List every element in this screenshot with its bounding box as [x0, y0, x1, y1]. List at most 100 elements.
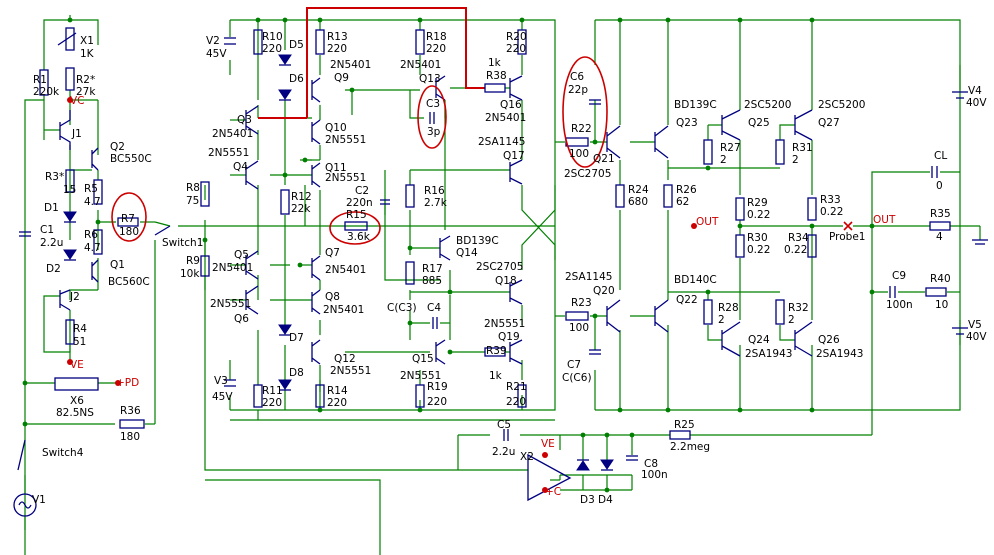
component-label: Q7 [325, 247, 340, 259]
component-labels: X11KR1220kR2*27kVCJ1Q2BC550CR3*15D1R54.7… [32, 31, 987, 506]
component-label: C2 [355, 185, 369, 197]
component-label: 100n [641, 469, 668, 481]
component-label: 75 [186, 195, 199, 207]
component-label: V5 [968, 319, 982, 331]
component-label: D1 [44, 202, 59, 214]
component-label: 2N5401 [330, 59, 371, 71]
component-label: D2 [46, 263, 61, 275]
component-label: VE [541, 438, 555, 450]
component-label: 0.22 [747, 209, 770, 221]
component-label: 45V [206, 48, 227, 60]
component-label: D8 [289, 367, 304, 379]
component-label: R7 [121, 213, 135, 225]
component-label: 2N5401 [485, 112, 526, 124]
component-label: Q27 [818, 117, 840, 129]
component-label: 680 [628, 196, 648, 208]
component-label: C6 [570, 71, 584, 83]
component-label: R26 [676, 184, 697, 196]
component-label: Q4 [233, 161, 248, 173]
component-label: 220 [506, 43, 526, 55]
component-label: 220k [33, 86, 60, 98]
component-label: R3* [45, 171, 64, 183]
component-label: 220 [506, 396, 526, 408]
highlight-marks [111, 56, 608, 245]
component-label: 220 [262, 43, 282, 55]
component-label: 0 [936, 180, 943, 192]
component-label: R2* [76, 74, 95, 86]
component-label: C3 [426, 98, 440, 110]
component-label: Q1 [110, 259, 125, 271]
component-label: BD139C [456, 235, 499, 247]
component-label: Q26 [818, 334, 840, 346]
component-label: R38 [486, 70, 507, 82]
component-label: R31 [792, 142, 813, 154]
component-label: Q23 [676, 117, 698, 129]
component-label: 2 [788, 314, 795, 326]
component-label: 2 [720, 154, 727, 166]
component-label: 2N5551 [325, 172, 366, 184]
bias-wire [306, 7, 485, 118]
component-label: C7 [567, 359, 581, 371]
component-label: C4 [427, 302, 441, 314]
component-label: BC560C [108, 276, 150, 288]
component-label: R18 [426, 31, 447, 43]
component-label: D3 [580, 494, 595, 506]
component-label: 15 [63, 184, 76, 196]
component-label: 3p [427, 126, 441, 138]
component-label: R6 [84, 229, 98, 241]
component-label: 220 [427, 396, 447, 408]
component-label: Switch1 [162, 237, 203, 249]
component-label: 45V [212, 391, 233, 403]
component-label: 2.2meg [670, 441, 710, 453]
component-label: R17 [422, 263, 443, 275]
component-label: D4 [598, 494, 613, 506]
component-label: 2N5401 [325, 264, 366, 276]
component-label: X1 [80, 35, 94, 47]
component-label: 2SC2705 [564, 168, 611, 180]
component-label: R32 [788, 302, 809, 314]
component-label: 1k [489, 370, 503, 382]
component-label: R8 [186, 182, 200, 194]
component-label: C5 [497, 419, 511, 431]
component-label: 220 [426, 43, 446, 55]
component-label: V3 [214, 375, 228, 387]
component-label: R14 [327, 385, 348, 397]
component-label: R40 [930, 273, 951, 285]
component-label: R4 [73, 323, 87, 335]
component-label: 2N5551 [330, 365, 371, 377]
component-label: R16 [424, 185, 445, 197]
component-label: Q3 [237, 114, 252, 126]
component-label: CL [934, 150, 947, 162]
component-label: 220n [346, 197, 373, 209]
component-label: 2N5551 [484, 318, 525, 330]
component-label: 10k [180, 268, 200, 280]
component-label: Q18 [495, 275, 517, 287]
component-label: 51 [73, 336, 86, 348]
component-label: Probe1 [829, 231, 865, 243]
component-label: 1K [80, 48, 95, 60]
component-label: 885 [422, 275, 442, 287]
component-label: 2.2u [492, 446, 515, 458]
component-label: Q11 [325, 162, 347, 174]
component-label: Q25 [748, 117, 770, 129]
component-label: 180 [119, 226, 139, 238]
component-label: 3.6k [347, 231, 371, 243]
component-label: R5 [84, 183, 98, 195]
component-label: R21 [506, 381, 527, 393]
component-label: 10 [935, 299, 948, 311]
component-label: 40V [966, 97, 987, 109]
component-label: D7 [289, 332, 304, 344]
component-label: R20 [506, 31, 527, 43]
component-label: Q9 [334, 72, 349, 84]
component-label: R13 [327, 31, 348, 43]
component-label: 62 [676, 196, 689, 208]
component-label: R27 [720, 142, 741, 154]
component-label: 2SA1943 [816, 348, 863, 360]
component-label: 2N5401 [212, 262, 253, 274]
component-label: Q22 [676, 294, 698, 306]
component-label: 100 [569, 148, 589, 160]
component-label: 2N5551 [208, 147, 249, 159]
component-label: 40V [966, 331, 987, 343]
component-label: 2SA1145 [478, 136, 525, 148]
